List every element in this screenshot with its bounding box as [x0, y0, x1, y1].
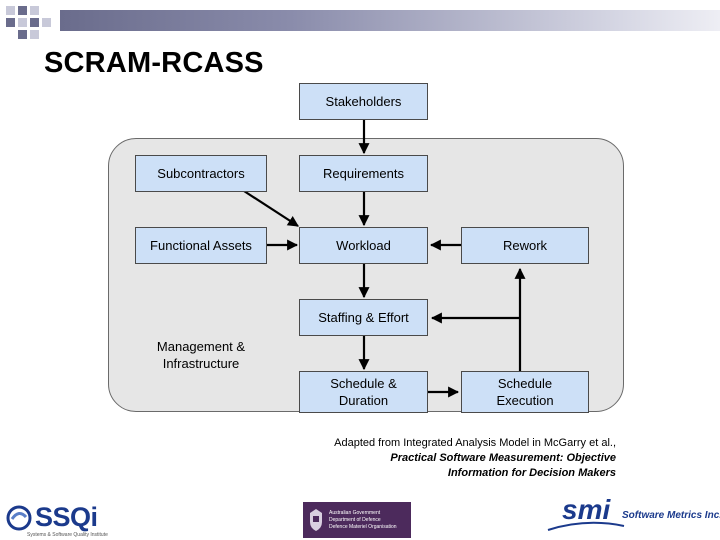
caption-line: Adapted from Integrated Analysis Model i…: [334, 437, 616, 449]
gov-logo-line: Defence Materiel Organisation: [329, 524, 397, 530]
corner-square: [18, 30, 27, 39]
caption-line-italic: Information for Decision Makers: [447, 467, 616, 479]
node-functional-assets-label: Functional Assets: [150, 238, 252, 253]
arrow-subcontractors-workload: [243, 190, 299, 227]
corner-square: [18, 6, 27, 15]
gov-logo-line: Department of Defence: [329, 517, 381, 523]
management-label-line: Infrastructure: [162, 356, 240, 371]
corner-square: [18, 18, 27, 27]
coat-of-arms-icon: [310, 509, 322, 531]
smi-logo-subtitle: Software Metrics Inc.: [622, 510, 720, 521]
australian-government-logo: Australian Government Department of Defe…: [303, 502, 411, 538]
node-schedule-duration-label: Duration: [338, 393, 389, 408]
corner-square: [30, 30, 39, 39]
title-bar: [60, 10, 720, 31]
page-title: SCRAM-RCASS: [44, 47, 264, 79]
node-schedule-execution-label: Execution: [496, 393, 554, 408]
node-subcontractors: Subcontractors: [135, 155, 267, 192]
node-rework: Rework: [461, 227, 589, 264]
node-stakeholders-label: Stakeholders: [325, 94, 402, 109]
corner-square: [6, 18, 15, 27]
smi-swoosh-icon: [547, 521, 625, 531]
node-rework-label: Rework: [502, 238, 548, 253]
node-schedule-execution: Schedule Execution: [461, 371, 589, 413]
caption-line-italic: Practical Software Measurement: Objectiv…: [390, 452, 616, 464]
node-requirements-label: Requirements: [323, 166, 404, 181]
ssqi-logo: SSQi: [6, 502, 98, 533]
ssqi-logo-text: SSQi: [35, 502, 98, 532]
node-schedule-duration-label: Schedule &: [330, 376, 397, 391]
ssqi-subtitle: Systems & Software Quality Institute: [27, 532, 108, 538]
node-staffing-effort-label: Staffing & Effort: [318, 310, 409, 325]
node-functional-assets: Functional Assets: [135, 227, 267, 264]
node-stakeholders: Stakeholders: [299, 83, 428, 120]
corner-square: [30, 18, 39, 27]
gov-logo-line: Australian Government: [329, 510, 381, 516]
node-workload: Workload: [299, 227, 428, 264]
smi-logo: smi Software Metrics Inc.: [546, 494, 720, 536]
smi-logo-text: smi: [562, 494, 611, 525]
ssqi-swirl-icon: [6, 505, 32, 530]
node-staffing-effort: Staffing & Effort: [299, 299, 428, 336]
node-schedule-execution-label: Schedule: [497, 376, 553, 391]
source-caption: Adapted from Integrated Analysis Model i…: [334, 436, 616, 481]
node-requirements: Requirements: [299, 155, 428, 192]
corner-square: [42, 18, 51, 27]
node-subcontractors-label: Subcontractors: [157, 166, 245, 181]
corner-square: [30, 6, 39, 15]
management-label-line: Management &: [156, 339, 246, 354]
corner-square: [6, 6, 15, 15]
node-workload-label: Workload: [336, 238, 391, 253]
node-schedule-duration: Schedule & Duration: [299, 371, 428, 413]
management-label: Management & Infrastructure: [128, 338, 274, 372]
